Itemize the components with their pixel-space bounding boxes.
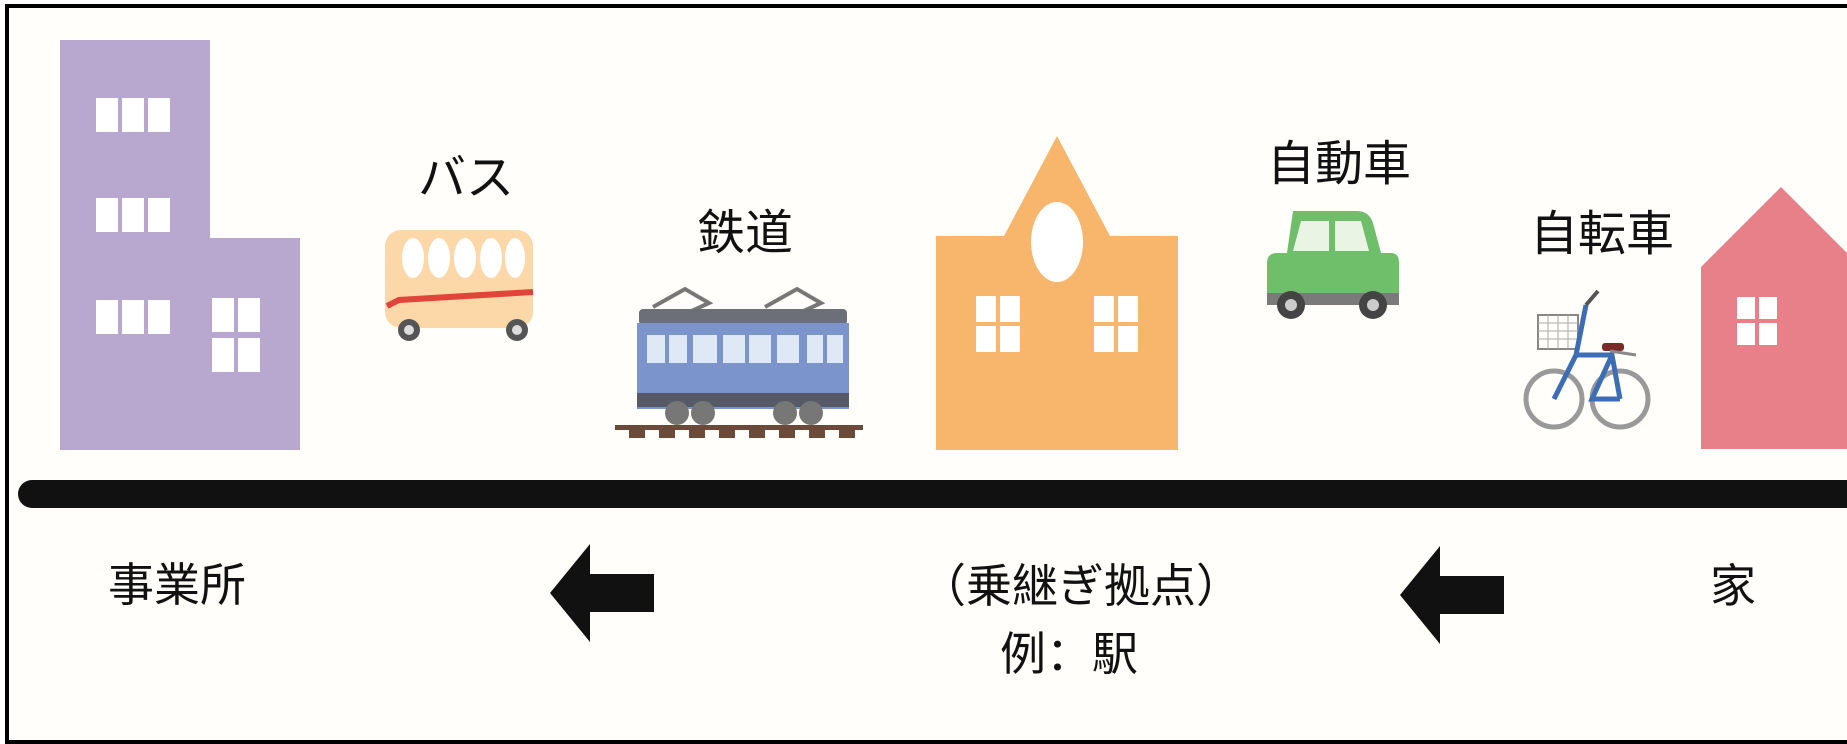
- hub-label: （乗継ぎ拠点）: [920, 559, 1242, 613]
- house-icon: [1701, 187, 1847, 449]
- bus-icon: [385, 230, 534, 341]
- bus-label: バス: [418, 150, 515, 206]
- railway-label: 鉄道: [697, 205, 794, 261]
- arrow-left-icon: [550, 544, 654, 642]
- hub-example-label: 例：駅: [1000, 627, 1138, 681]
- train-icon: [615, 286, 863, 438]
- car-label: 自動車: [1267, 136, 1412, 192]
- road-line: [18, 480, 1847, 508]
- arrow-left-icon: [1400, 546, 1504, 644]
- home-label: 家: [1710, 559, 1756, 613]
- station-building-icon: [936, 136, 1178, 450]
- bicycle-icon: [1523, 289, 1651, 430]
- office-label: 事業所: [108, 558, 246, 612]
- diagram-canvas: バス 鉄道: [5, 4, 1847, 744]
- bicycle-label: 自転車: [1530, 206, 1675, 262]
- car-icon: [1267, 211, 1399, 319]
- office-building-icon: [60, 40, 300, 450]
